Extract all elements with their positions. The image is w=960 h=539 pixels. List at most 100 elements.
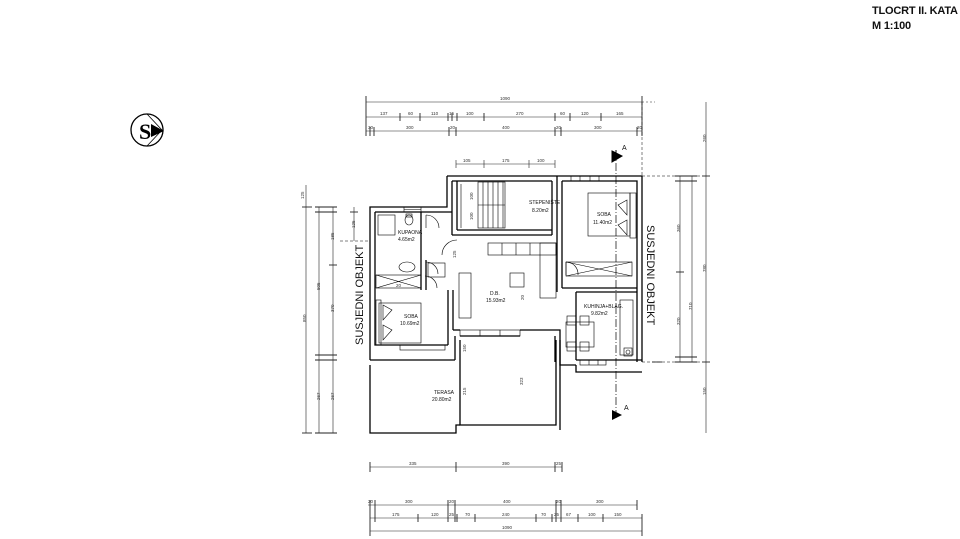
svg-text:TERASA: TERASA bbox=[434, 390, 455, 396]
property-lines bbox=[340, 102, 700, 363]
neighbour-label-left: SUSJEDNI OBJEKT bbox=[354, 244, 366, 345]
svg-text:SOBA: SOBA bbox=[404, 314, 419, 320]
neighbour-label-right: SUSJEDNI OBJEKT bbox=[644, 225, 656, 326]
right-dimensions bbox=[652, 102, 710, 433]
svg-text:20: 20 bbox=[637, 125, 643, 130]
svg-text:70: 70 bbox=[465, 512, 471, 517]
svg-text:125: 125 bbox=[351, 220, 356, 228]
svg-text:185: 185 bbox=[330, 232, 335, 240]
svg-text:370: 370 bbox=[330, 304, 335, 312]
svg-text:25: 25 bbox=[554, 512, 560, 517]
room-kuhinja: KUHINJA+BLAG.9.82m2 bbox=[584, 304, 623, 317]
svg-text:4.65m2: 4.65m2 bbox=[398, 237, 415, 243]
svg-text:100: 100 bbox=[469, 212, 474, 220]
top-dimensions bbox=[365, 96, 655, 136]
staircase bbox=[460, 181, 506, 229]
svg-text:60: 60 bbox=[408, 111, 414, 116]
svg-text:20: 20 bbox=[449, 499, 455, 504]
svg-text:100: 100 bbox=[469, 192, 474, 200]
room-soba-1: SOBA 11.40m2 bbox=[593, 212, 612, 226]
svg-text:KUPAONA: KUPAONA bbox=[398, 230, 423, 236]
svg-text:105: 105 bbox=[463, 158, 471, 163]
doors bbox=[424, 214, 579, 289]
svg-text:20.80m2: 20.80m2 bbox=[432, 397, 452, 403]
svg-text:360: 360 bbox=[676, 224, 681, 232]
svg-text:60: 60 bbox=[560, 111, 566, 116]
svg-text:25: 25 bbox=[556, 461, 562, 466]
svg-text:165: 165 bbox=[616, 111, 624, 116]
svg-text:400: 400 bbox=[503, 499, 511, 504]
svg-text:300: 300 bbox=[594, 125, 602, 130]
section-line-a: A A bbox=[611, 145, 629, 420]
svg-text:150: 150 bbox=[462, 344, 467, 352]
svg-text:S: S bbox=[139, 119, 151, 144]
svg-text:320: 320 bbox=[676, 317, 681, 325]
svg-text:125: 125 bbox=[452, 250, 457, 258]
svg-text:267: 267 bbox=[330, 392, 335, 400]
svg-text:11.40m2: 11.40m2 bbox=[593, 220, 612, 226]
drawing-title-block: TLOCRT II. KATA M 1:100 bbox=[872, 4, 958, 34]
svg-text:300: 300 bbox=[405, 499, 413, 504]
svg-text:175: 175 bbox=[392, 512, 400, 517]
svg-text:125: 125 bbox=[300, 191, 305, 199]
svg-text:400: 400 bbox=[502, 125, 510, 130]
svg-text:300: 300 bbox=[406, 125, 414, 130]
svg-text:67: 67 bbox=[566, 512, 572, 517]
svg-text:240: 240 bbox=[502, 512, 510, 517]
living-room-furniture bbox=[458, 242, 634, 357]
bottom-dimension-labels: 335 390 25 20 300 20 400 20 300 175 120 … bbox=[368, 461, 622, 530]
drawing-scale: M 1:100 bbox=[872, 20, 911, 32]
bottom-dimensions bbox=[368, 462, 643, 536]
svg-text:20: 20 bbox=[368, 499, 374, 504]
room-stepeniste: STEPENIŠTE 8.20m2 bbox=[529, 199, 561, 214]
svg-text:20: 20 bbox=[396, 283, 402, 288]
svg-text:20: 20 bbox=[450, 125, 456, 130]
svg-text:300: 300 bbox=[596, 499, 604, 504]
north-compass-icon: S bbox=[130, 113, 164, 147]
svg-text:KUHINJA+BLAG.: KUHINJA+BLAG. bbox=[584, 304, 623, 310]
svg-text:1090: 1090 bbox=[502, 525, 513, 530]
svg-text:SOBA: SOBA bbox=[597, 212, 612, 218]
left-dimension-labels: 125 850 505 267 185 370 267 125 bbox=[300, 191, 356, 400]
right-dimension-labels: 260 780 150 360 320 710 bbox=[676, 134, 707, 395]
svg-text:STEPENIŠTE: STEPENIŠTE bbox=[529, 199, 561, 206]
svg-text:100: 100 bbox=[588, 512, 596, 517]
windows bbox=[399, 175, 607, 366]
svg-text:D.B.: D.B. bbox=[490, 291, 500, 297]
svg-text:20: 20 bbox=[556, 125, 562, 130]
svg-text:15.93m2: 15.93m2 bbox=[486, 298, 506, 304]
svg-text:175: 175 bbox=[502, 158, 510, 163]
svg-text:1090: 1090 bbox=[500, 96, 511, 101]
svg-text:8.20m2: 8.20m2 bbox=[532, 208, 549, 214]
svg-text:A: A bbox=[624, 405, 629, 412]
drawing-title: TLOCRT II. KATA bbox=[872, 5, 958, 17]
svg-text:9.82m2: 9.82m2 bbox=[591, 311, 608, 317]
svg-text:150: 150 bbox=[614, 512, 622, 517]
svg-text:323: 323 bbox=[519, 377, 524, 385]
stair-dimensions bbox=[455, 160, 556, 168]
svg-text:15: 15 bbox=[449, 111, 455, 116]
svg-text:215: 215 bbox=[462, 387, 467, 395]
svg-text:710: 710 bbox=[688, 302, 693, 310]
svg-text:A: A bbox=[622, 145, 627, 152]
svg-text:335: 335 bbox=[409, 461, 417, 466]
svg-text:120: 120 bbox=[581, 111, 589, 116]
svg-text:20: 20 bbox=[520, 294, 525, 300]
svg-text:267: 267 bbox=[316, 392, 321, 400]
svg-text:70: 70 bbox=[541, 512, 547, 517]
svg-text:20: 20 bbox=[556, 499, 562, 504]
svg-text:137: 137 bbox=[380, 111, 388, 116]
left-dimensions bbox=[302, 185, 358, 434]
bathroom-fixtures bbox=[375, 213, 446, 289]
svg-text:850: 850 bbox=[302, 314, 307, 322]
svg-text:780: 780 bbox=[702, 264, 707, 272]
bed-furniture bbox=[375, 192, 637, 346]
svg-text:120: 120 bbox=[431, 512, 439, 517]
svg-text:505: 505 bbox=[316, 282, 321, 290]
svg-text:10.69m2: 10.69m2 bbox=[400, 321, 420, 327]
